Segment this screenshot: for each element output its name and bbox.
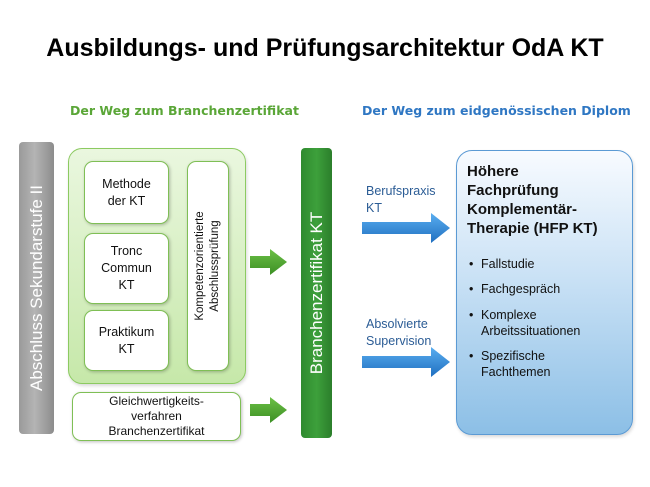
bullet-dot-icon: • — [469, 257, 474, 271]
arrow-green-top-icon — [250, 249, 287, 275]
bullet-dot-icon: • — [469, 307, 474, 322]
tronc-line-3: KT — [118, 277, 135, 292]
bullet-dot-icon: • — [469, 349, 474, 363]
tronc-line-1: Tronc — [110, 244, 143, 259]
bullet-text: Fallstudie — [481, 257, 535, 271]
abschluss-sekundarstufe-bar: Abschluss Sekundarstufe II — [19, 142, 54, 434]
bullet-text-line-1: Spezifische — [481, 349, 545, 363]
bullet-text: Fachgespräch — [481, 282, 561, 297]
hfp-heading-line-2: Fachprüfung — [467, 182, 559, 200]
gleichwertigkeit-text: Gleichwertigkeits- verfahren Branchenzer… — [108, 394, 204, 439]
hfp-heading: Höhere Fachprüfung Komplementär- Therapi… — [467, 162, 627, 238]
hfp-panel — [456, 150, 633, 435]
praktikum-line-2: KT — [118, 341, 135, 356]
arrow-blue-top-icon — [362, 213, 450, 243]
berufspraxis-line-2: KT — [366, 200, 382, 215]
branchenzertifikat-bar: Branchenzertifikat KT — [301, 148, 332, 438]
bullet-text-line-2: Arbeitssituationen — [481, 323, 581, 338]
supervision-line-2: Supervision — [366, 333, 432, 348]
praktikum-text: Praktikum KT — [99, 324, 155, 358]
berufspraxis-line-1: Berufspraxis — [366, 184, 436, 198]
methode-line-1: Methode — [102, 176, 151, 191]
bullet-fallstudie: • Fallstudie — [467, 256, 627, 272]
page-title: Ausbildungs- und Prüfungsarchitektur OdA… — [46, 34, 604, 62]
berufspraxis-label: Berufspraxis KT — [366, 183, 435, 217]
tronc-line-2: Commun — [101, 261, 152, 276]
gleich-line-3: Branchenzertifikat — [108, 424, 205, 438]
praktikum-box: Praktikum KT — [84, 310, 169, 371]
hfp-heading-line-3: Komplementär- — [467, 201, 578, 219]
hfp-bullet-list: • Fallstudie • Fachgespräch • Komplexe A… — [467, 256, 627, 390]
gleich-line-1: Gleichwertigkeits- — [109, 394, 204, 408]
methode-box: Methode der KT — [84, 161, 169, 224]
bullet-arbeitssituationen: • Komplexe Arbeitssituationen — [467, 307, 627, 340]
gleich-line-2: verfahren — [131, 409, 182, 423]
bullet-text-line-1: Komplexe — [481, 307, 537, 322]
bullet-fachthemen: • Spezifische Fachthemen — [467, 348, 627, 381]
methode-line-2: der KT — [107, 193, 146, 208]
arrow-blue-bottom-icon — [362, 347, 450, 377]
hfp-heading-line-4: Therapie (HFP KT) — [467, 220, 598, 238]
bullet-fachgespraech: • Fachgespräch — [467, 281, 627, 297]
hfp-heading-line-1: Höhere — [467, 163, 519, 180]
supervision-label: Absolvierte Supervision — [366, 316, 431, 350]
tronc-commun-text: Tronc Commun KT — [101, 243, 152, 294]
supervision-line-1: Absolvierte — [366, 317, 428, 331]
tronc-commun-box: Tronc Commun KT — [84, 233, 169, 304]
bullet-text-line-2: Fachthemen — [481, 365, 551, 380]
praktikum-line-1: Praktikum — [98, 324, 155, 339]
bullet-dot-icon: • — [469, 282, 474, 297]
abschlusspruefung-box: Kompetenzorientierte Abschlussprüfung — [187, 161, 229, 371]
methode-text: Methode der KT — [102, 176, 151, 210]
arrow-green-bottom-icon — [250, 397, 287, 423]
gleichwertigkeitsverfahren-box: Gleichwertigkeits- verfahren Branchenzer… — [72, 392, 241, 441]
diplom-heading: Der Weg zum eidgenössischen Diplom — [362, 103, 631, 118]
branchenzertifikat-heading: Der Weg zum Branchenzertifikat — [70, 103, 299, 118]
